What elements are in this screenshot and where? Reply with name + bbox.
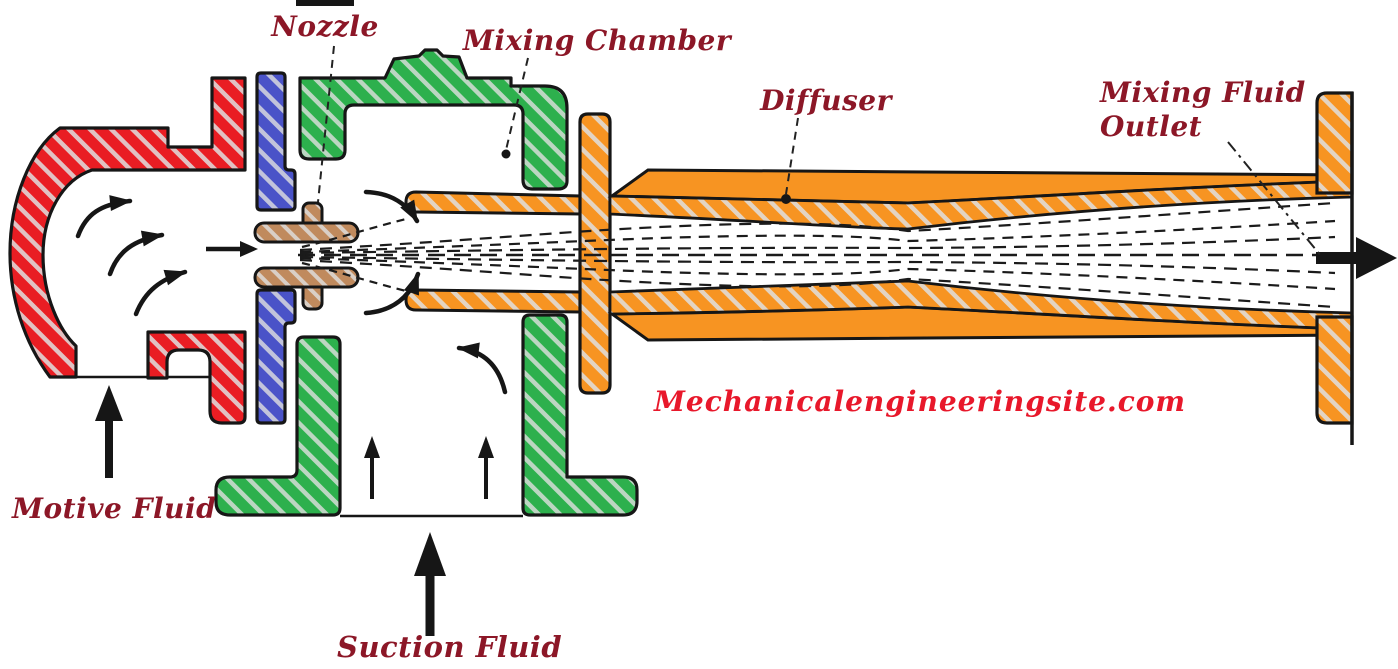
mixing-throat-tube-lower bbox=[404, 288, 582, 314]
suction-inner-arrow-left-head bbox=[364, 436, 380, 458]
jet-streamline bbox=[299, 235, 1336, 255]
mixing-chamber-leader-line bbox=[505, 57, 529, 151]
motive-fluid-arrow-head bbox=[95, 385, 123, 421]
mixing-throat-tube-upper bbox=[404, 190, 582, 216]
nozzle-upper-half bbox=[253, 221, 360, 244]
nozzle-leader-line bbox=[317, 45, 335, 203]
suction-flow-arrow-upper bbox=[363, 189, 420, 224]
motive-flow-arrow-3 bbox=[133, 269, 188, 317]
mixing-chamber-leader-dot bbox=[501, 149, 511, 159]
flow-arrows bbox=[75, 189, 508, 395]
mixing-fluid-outlet-label-line2: Outlet bbox=[1100, 110, 1202, 143]
outlet-arrow-head bbox=[1356, 237, 1397, 279]
nozzle-label: Nozzle bbox=[270, 10, 379, 43]
outlet-flange-lower bbox=[1315, 315, 1354, 425]
nozzle-entry-arrow-head bbox=[240, 241, 258, 257]
top-edge-artifact bbox=[296, 0, 354, 6]
motive-elbow-bottom-flange bbox=[146, 330, 247, 425]
nozzle-plate-lower bbox=[255, 288, 297, 425]
motive-flow-arrow-2 bbox=[107, 230, 165, 277]
motive-fluid-label: Motive Fluid bbox=[11, 492, 216, 525]
suction-fluid-label: Suction Fluid bbox=[337, 630, 562, 664]
suction-chamber-circulation-arrow bbox=[456, 342, 508, 395]
mixing-chamber-label: Mixing Chamber bbox=[462, 24, 733, 57]
diffuser-leader-dot bbox=[781, 194, 791, 204]
motive-inlet-elbow-casing bbox=[8, 76, 247, 379]
jet-streamline bbox=[299, 201, 1336, 252]
suction-chamber-left-wall bbox=[214, 335, 342, 517]
nozzle-lower-half bbox=[253, 266, 360, 289]
suction-flow-arrow-lower bbox=[363, 271, 421, 316]
watermark-text: Mechanicalengineeringsite.com bbox=[653, 385, 1186, 418]
diffuser-inlet-flange bbox=[578, 112, 612, 395]
jet-streamline bbox=[299, 255, 1336, 275]
diffuser-label: Diffuser bbox=[759, 84, 893, 117]
jet-streamlines bbox=[298, 201, 1352, 309]
mixing-fluid-outlet-label-line1: Mixing Fluid bbox=[1099, 76, 1306, 109]
mixing-chamber-body bbox=[298, 48, 569, 191]
motive-flow-arrow-1 bbox=[75, 195, 133, 239]
suction-fluid-arrow-head bbox=[414, 532, 446, 576]
suction-chamber-right-wall bbox=[521, 313, 639, 517]
outlet-flange-upper bbox=[1315, 91, 1354, 195]
nozzle-plate-upper bbox=[255, 71, 297, 212]
suction-inner-arrow-right-head bbox=[478, 436, 494, 458]
jet-streamline bbox=[299, 258, 1336, 309]
